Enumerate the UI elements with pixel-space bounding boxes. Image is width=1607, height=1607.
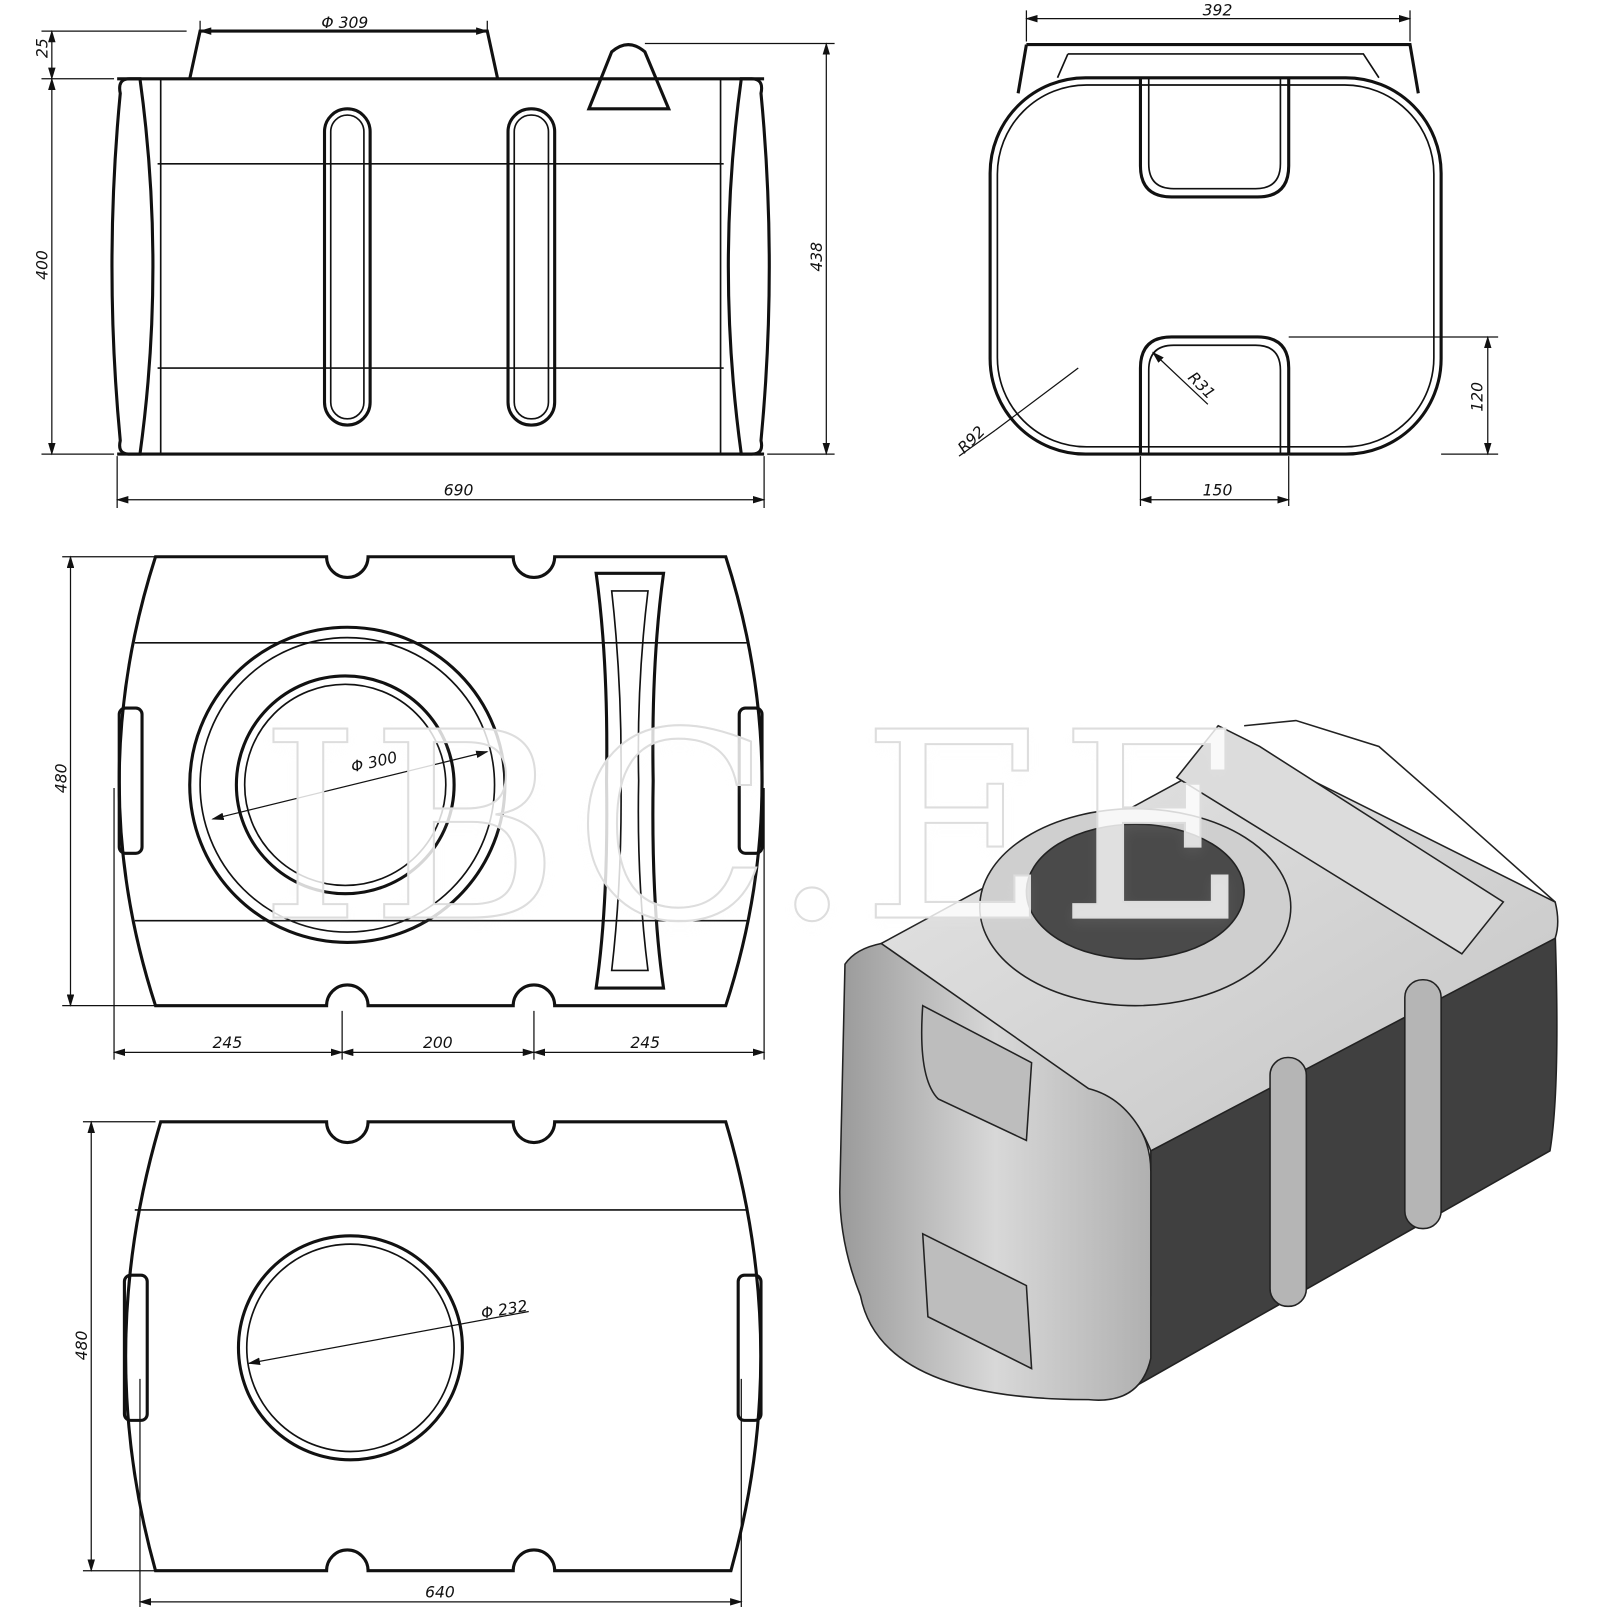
bottom-view: Φ 232 480 640 [73,1120,763,1607]
watermark-text: IBC.EE [259,678,1256,980]
dim-480-top: 480 [52,763,70,793]
top-view: Φ 300 480 245 200 245 [52,555,766,1060]
dim-690: 690 [444,482,474,500]
dim-200: 200 [423,1034,453,1052]
dim-245-right: 245 [630,1034,660,1052]
isometric-view [839,719,1559,1401]
dim-r31: R31 [1184,369,1218,403]
dim-phi309: Φ 309 [321,14,368,32]
dim-400: 400 [34,250,52,280]
front-view: Φ 309 25 400 438 690 [34,14,835,509]
dim-480-bottom: 480 [73,1330,91,1360]
dim-392: 392 [1203,2,1233,20]
dim-120: 120 [1469,382,1487,412]
watermark: IBC.EE IBC.EE [258,677,1256,986]
dim-150: 150 [1203,482,1233,500]
dim-640: 640 [425,1584,455,1602]
dim-phi232: Φ 232 [480,1297,529,1323]
dim-r92: R92 [954,423,988,457]
side-view: 392 120 150 R31 R92 [954,2,1499,506]
dim-438: 438 [808,242,826,272]
dim-245-left: 245 [213,1034,243,1052]
watermark-shadow: IBC.EE [259,683,1256,985]
dim-25: 25 [34,38,52,58]
